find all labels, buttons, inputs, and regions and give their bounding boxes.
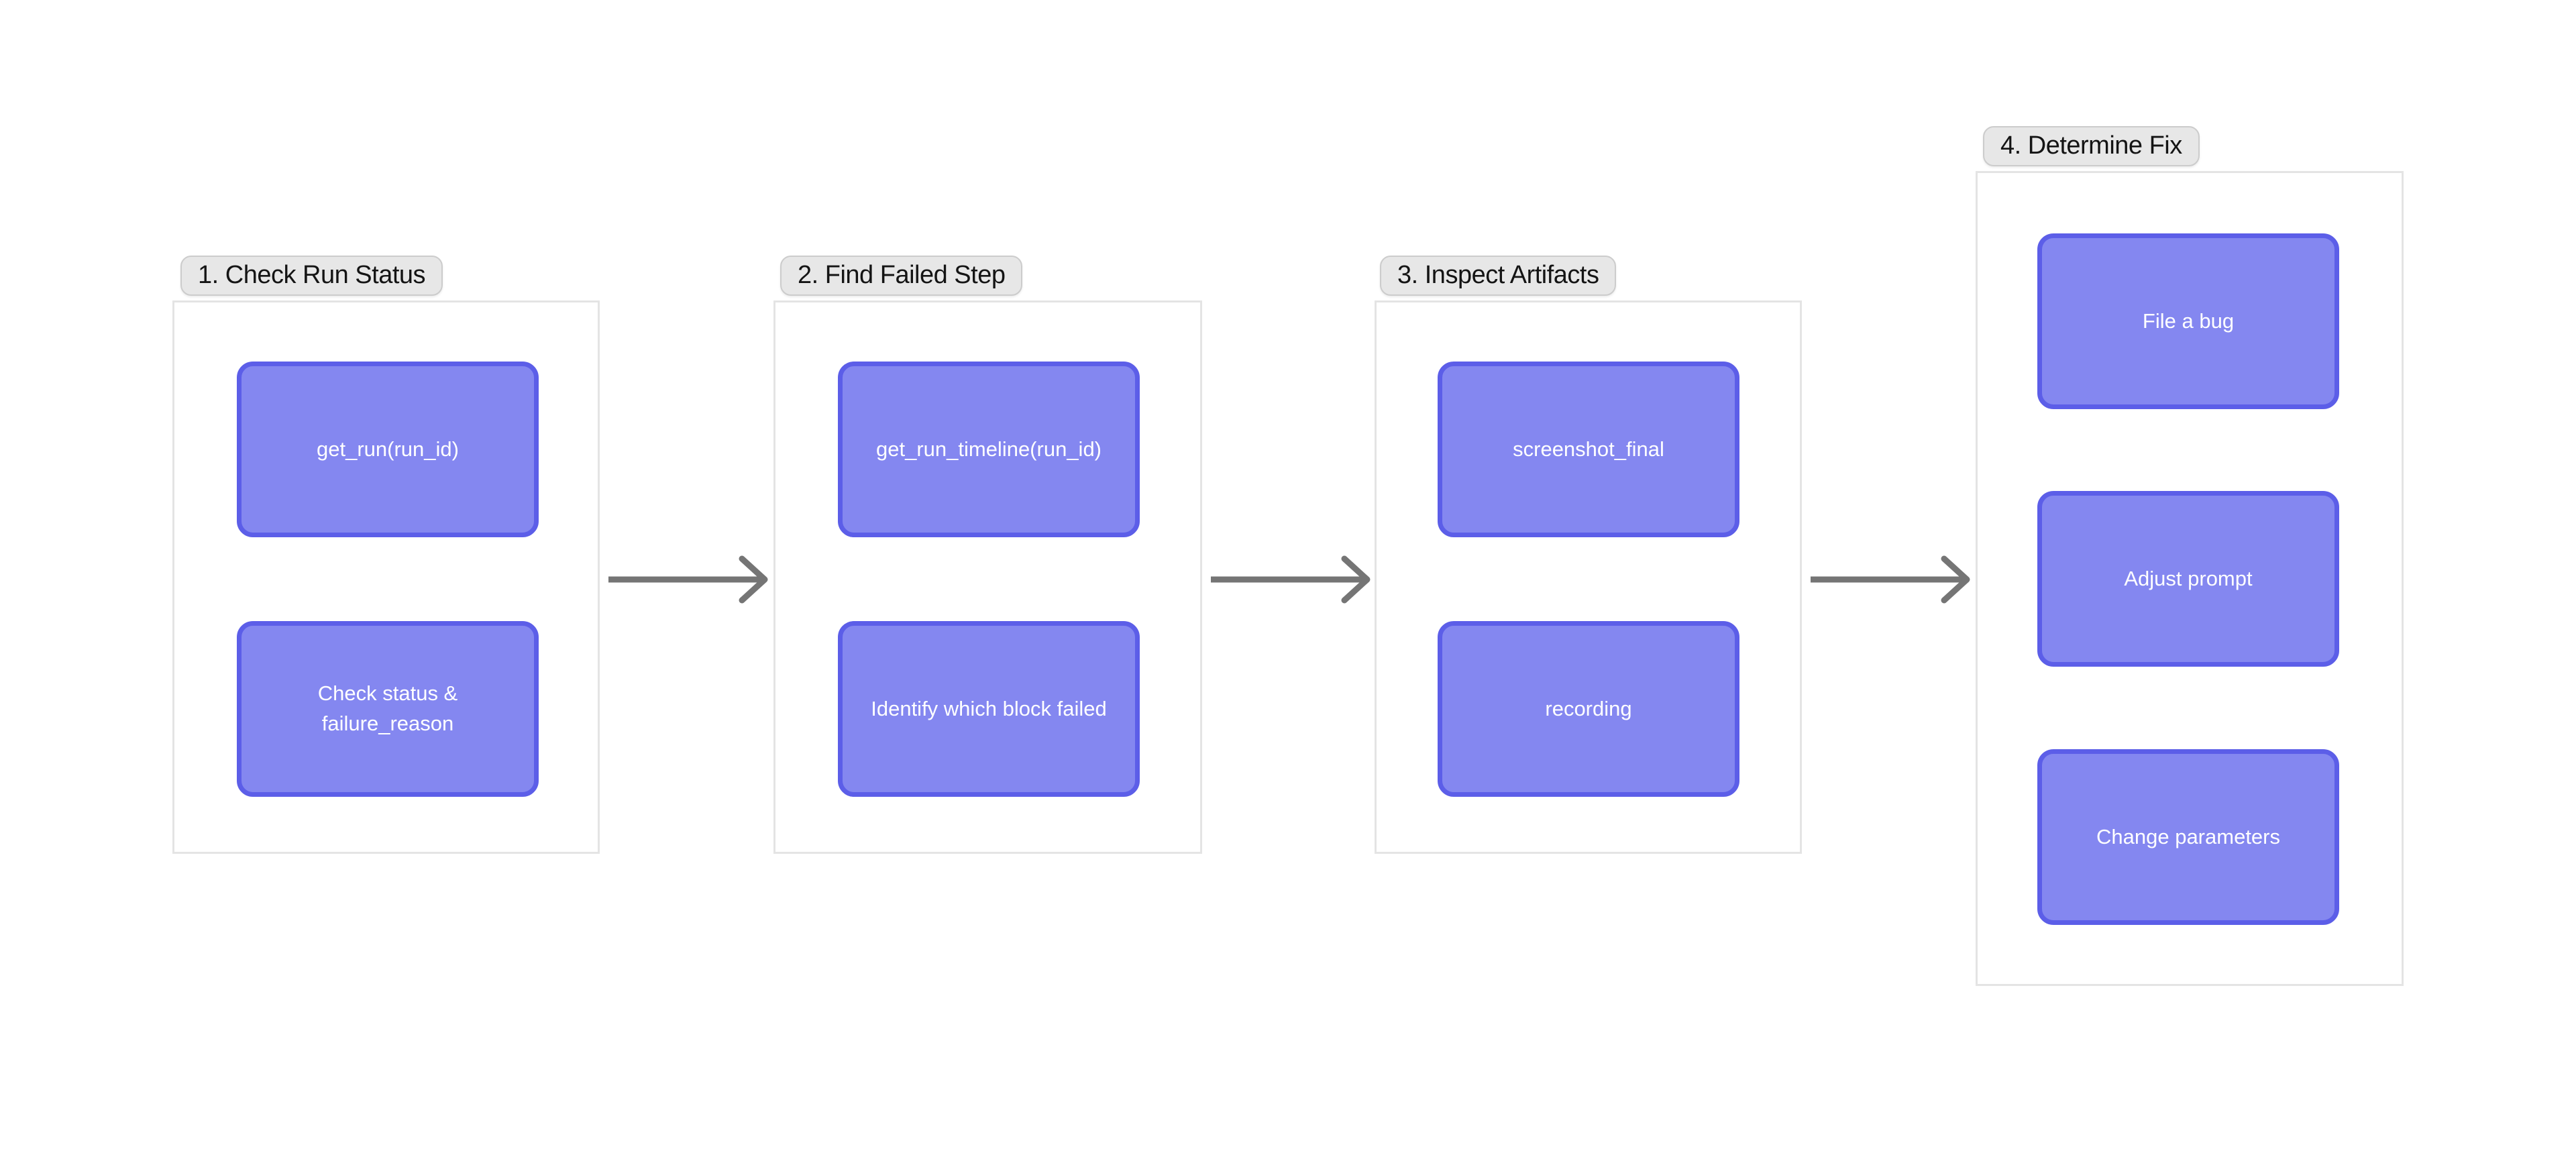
node-screenshot-final[interactable]: screenshot_final [1438, 362, 1739, 537]
flow-arrow-icon [1211, 555, 1371, 604]
node-check-status-failure-reason[interactable]: Check status & failure_reason [237, 621, 539, 797]
node-get-run-timeline[interactable]: get_run_timeline(run_id) [838, 362, 1140, 537]
group-3-label-chip[interactable]: 3. Inspect Artifacts [1380, 256, 1617, 296]
node-get-run[interactable]: get_run(run_id) [237, 362, 539, 537]
flow-arrow-icon [1811, 555, 1970, 604]
node-change-parameters[interactable]: Change parameters [2037, 749, 2339, 925]
node-adjust-prompt[interactable]: Adjust prompt [2037, 491, 2339, 667]
group-1-label-chip[interactable]: 1. Check Run Status [180, 256, 443, 296]
node-identify-failed-block[interactable]: Identify which block failed [838, 621, 1140, 797]
flow-arrow-icon [608, 555, 768, 604]
node-file-a-bug[interactable]: File a bug [2037, 233, 2339, 409]
group-4-label-chip[interactable]: 4. Determine Fix [1983, 126, 2200, 166]
node-recording[interactable]: recording [1438, 621, 1739, 797]
group-2-label-chip[interactable]: 2. Find Failed Step [780, 256, 1023, 296]
